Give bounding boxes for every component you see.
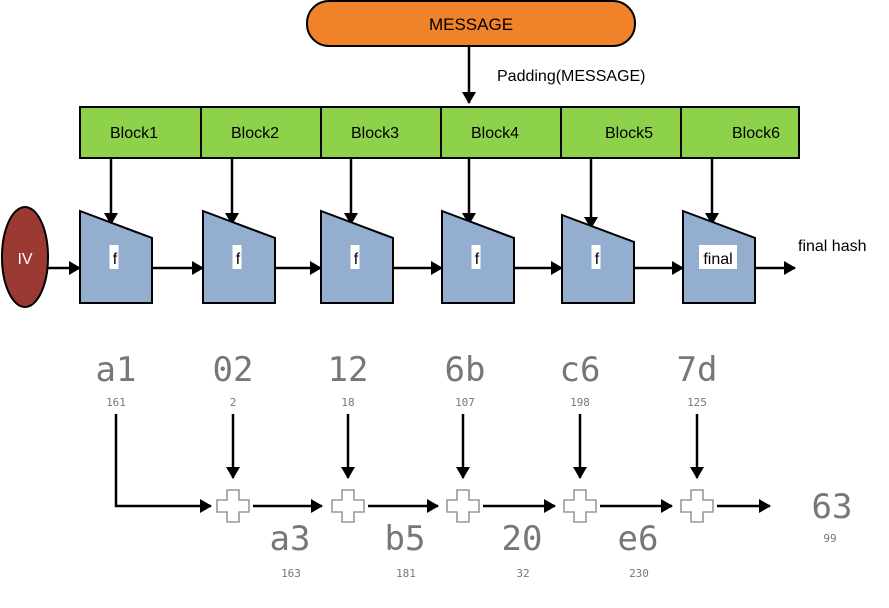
- function-label: f: [354, 251, 359, 268]
- block-label: Block2: [231, 125, 279, 142]
- function-label: f: [236, 251, 241, 268]
- byte-dec: 2: [230, 396, 237, 409]
- iv-ellipse: [1, 206, 49, 308]
- block-2: Block2: [200, 106, 323, 159]
- byte-hex: 12: [328, 350, 369, 390]
- byte-hex: 7d: [677, 350, 718, 390]
- block-label: Block3: [351, 125, 399, 142]
- byte-2: 022: [213, 350, 254, 409]
- block-6: Block6: [680, 106, 800, 159]
- function-1: f: [79, 209, 153, 304]
- xor-chain: [114, 414, 771, 523]
- intermediate-hex: a3: [270, 519, 311, 559]
- message-node: MESSAGE: [306, 0, 636, 47]
- result-dec: 99: [823, 532, 836, 545]
- function-label: f: [113, 251, 118, 268]
- block-box: [440, 106, 563, 159]
- function-3: f: [320, 209, 394, 304]
- byte-dec: 198: [570, 396, 590, 409]
- block-1: Block1: [79, 106, 202, 159]
- block-3: Block3: [320, 106, 443, 159]
- byte-hex: a1: [96, 350, 137, 390]
- function-5: f: [561, 213, 635, 304]
- byte-dec: 18: [341, 396, 354, 409]
- plus-icon: [331, 489, 365, 523]
- byte-dec: 161: [106, 396, 126, 409]
- result-hex: 63: [812, 487, 853, 527]
- padding-label: Padding(MESSAGE): [497, 68, 646, 85]
- block-label: Block1: [110, 125, 158, 142]
- intermediate-2: b5 181: [385, 519, 426, 580]
- iv-label: IV: [17, 251, 32, 268]
- intermediate-dec: 163: [281, 567, 301, 580]
- message-label: MESSAGE: [429, 15, 513, 34]
- function-label-bg: [350, 245, 360, 269]
- block-label: Block5: [605, 125, 653, 142]
- intermediate-dec: 181: [396, 567, 416, 580]
- function-label: f: [475, 251, 480, 268]
- function-4: f: [441, 209, 515, 304]
- plus-icon: [446, 489, 480, 523]
- block-5: Block5: [560, 106, 683, 159]
- block-4: Block4: [440, 106, 563, 159]
- blocks-row: Block1 Block2 Block3 Block4 Block5 Block6: [79, 106, 800, 159]
- intermediate-hex: e6: [618, 519, 659, 559]
- byte-hex: 6b: [445, 350, 486, 390]
- iv-node: IV: [1, 206, 49, 308]
- block-label: Block6: [732, 125, 780, 142]
- byte-dec: 107: [455, 396, 475, 409]
- byte-hex: 02: [213, 350, 254, 390]
- function-label-bg: [109, 245, 119, 269]
- block-box: [320, 106, 443, 159]
- function-label-bg: [699, 245, 737, 269]
- plus-icon: [216, 489, 250, 523]
- final-hash-label: final hash: [798, 238, 867, 255]
- block-label: Block4: [471, 125, 519, 142]
- block-box: [680, 106, 800, 159]
- result-value: 63 99: [812, 487, 853, 545]
- intermediate-hex: 20: [502, 519, 543, 559]
- function-label: final: [703, 251, 732, 268]
- function-label: f: [595, 251, 600, 268]
- intermediate-dec: 32: [516, 567, 529, 580]
- byte-hex: c6: [560, 350, 601, 390]
- compression-functions: f f f f f final: [79, 209, 756, 304]
- byte-dec: 125: [687, 396, 707, 409]
- message-box: [306, 0, 636, 47]
- a1-feed-arrow: [114, 414, 212, 513]
- block-box: [200, 106, 323, 159]
- plus-icon: [563, 489, 597, 523]
- function-2: f: [202, 209, 276, 304]
- function-label-bg: [232, 245, 242, 269]
- intermediate-4: e6 230: [618, 519, 659, 580]
- plus-icon: [680, 489, 714, 523]
- intermediate-hex: b5: [385, 519, 426, 559]
- intermediate-dec: 230: [629, 567, 649, 580]
- block-to-function-arrows: [104, 158, 719, 229]
- function-label-bg: [591, 245, 601, 269]
- function-6: final: [682, 209, 756, 304]
- block-box: [79, 106, 202, 159]
- intermediate-1: a3 163: [270, 519, 311, 580]
- function-label-bg: [471, 245, 481, 269]
